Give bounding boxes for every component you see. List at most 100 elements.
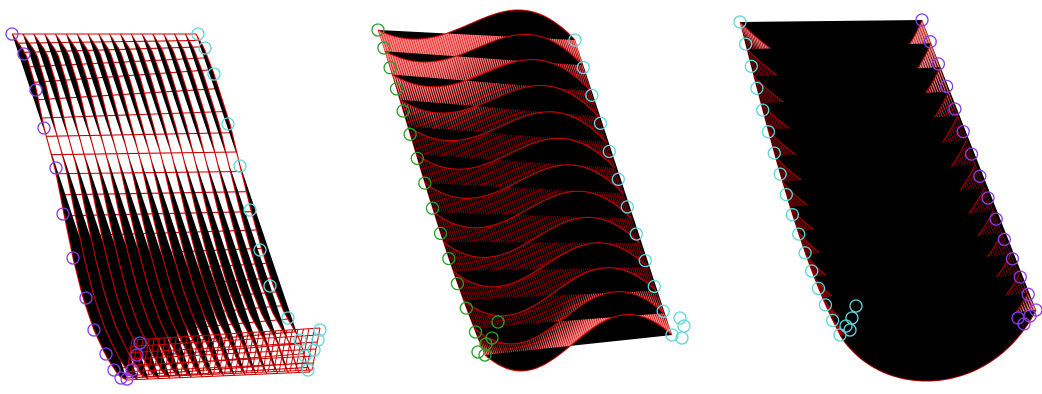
right-control-points: [191, 27, 327, 377]
control-point-marker: [585, 88, 599, 102]
control-point-marker: [948, 102, 962, 116]
control-point-marker: [1011, 311, 1025, 325]
mesh-column-line: [108, 33, 225, 377]
control-point-marker: [849, 299, 863, 313]
control-point-marker: [133, 336, 147, 350]
mesh-row-line: [126, 371, 311, 381]
control-point-marker: [425, 201, 440, 215]
control-point-marker: [811, 281, 826, 296]
control-point-marker: [56, 207, 70, 221]
control-point-marker: [37, 121, 51, 135]
control-point-marker: [602, 144, 616, 159]
mesh-column-line: [278, 330, 288, 372]
control-point-marker: [1005, 252, 1020, 266]
mesh-column-line: [185, 336, 194, 376]
control-point-marker: [750, 81, 764, 95]
control-point-marker: [923, 35, 937, 49]
mesh-row-line: [442, 216, 640, 259]
mesh-column-line: [267, 330, 277, 372]
mesh-column-line: [163, 337, 172, 377]
mesh-column-line: [229, 333, 238, 374]
control-point-marker: [478, 348, 492, 362]
mesh-column-line: [125, 339, 133, 379]
left-control-points: [733, 15, 863, 342]
control-point-marker: [773, 167, 787, 181]
control-point-marker: [233, 159, 247, 173]
control-point-marker: [293, 333, 307, 347]
control-point-marker: [87, 323, 101, 337]
mesh-column-line: [251, 331, 260, 373]
control-point-marker: [738, 37, 753, 51]
control-point-marker: [973, 169, 987, 183]
mesh-column-line: [169, 337, 177, 377]
mesh-column-line: [54, 33, 171, 379]
control-point-marker: [17, 47, 31, 61]
control-point-marker: [66, 251, 80, 265]
mesh-row-line: [46, 132, 233, 137]
mesh-column-line: [191, 335, 199, 376]
control-point-marker: [568, 33, 582, 47]
control-point-marker: [956, 124, 970, 139]
mesh-row-line: [399, 84, 599, 117]
control-point-marker: [389, 82, 404, 96]
mesh-row-line: [41, 110, 227, 119]
control-point-marker: [29, 83, 43, 97]
mesh-column-line: [152, 33, 268, 375]
control-point-marker: [744, 59, 758, 73]
mesh-column-line: [218, 333, 227, 375]
left-control-points: [371, 23, 505, 362]
control-point-marker: [939, 79, 954, 94]
control-point-marker: [450, 276, 465, 291]
control-point-marker: [779, 187, 793, 202]
mesh-row-line: [377, 9, 576, 41]
control-point-marker: [5, 27, 19, 41]
control-point-marker: [756, 103, 770, 117]
mesh-row-line: [18, 39, 200, 44]
mesh-column-line: [213, 334, 221, 375]
mesh-column-line: [240, 332, 249, 374]
control-point-marker: [396, 104, 410, 118]
control-point-marker: [647, 279, 661, 294]
mesh-column-line: [119, 33, 236, 376]
mesh-column-line: [202, 334, 210, 375]
control-point-marker: [673, 311, 687, 325]
mesh-column-line: [141, 33, 257, 375]
right-control-points: [568, 33, 691, 345]
mesh-column-line: [158, 337, 166, 377]
mesh-column-line: [141, 338, 150, 378]
mesh-row-line: [384, 33, 583, 66]
mesh-column-line: [207, 334, 216, 375]
mesh-column-line: [196, 335, 205, 376]
mesh-row-line: [51, 151, 237, 156]
trough-surface-panel: [733, 13, 1042, 382]
control-point-marker: [114, 371, 128, 385]
control-point-marker: [629, 227, 643, 241]
control-point-marker: [620, 200, 634, 214]
control-point-marker: [191, 27, 205, 41]
mesh-column-line: [256, 331, 266, 373]
control-point-marker: [576, 60, 590, 75]
control-point-marker: [459, 301, 473, 315]
mesh-column-line: [284, 329, 293, 372]
control-point-marker: [253, 243, 267, 257]
control-point-marker: [997, 232, 1011, 247]
control-point-marker: [298, 349, 312, 363]
control-point-marker: [130, 348, 144, 362]
mesh-row-line: [56, 170, 242, 175]
control-point-marker: [593, 116, 608, 130]
wireframe-surface-panel: [5, 27, 327, 386]
control-point-marker: [221, 117, 235, 131]
wireframe-lip: [125, 327, 321, 379]
control-point-marker: [1021, 287, 1035, 301]
control-point-marker: [403, 127, 417, 141]
control-point-marker: [49, 161, 63, 175]
control-point-marker: [989, 212, 1003, 226]
control-point-marker: [675, 331, 689, 345]
control-point-marker: [410, 151, 424, 166]
mesh-row-line: [473, 291, 665, 345]
control-point-marker: [785, 208, 800, 222]
mesh-column-line: [180, 336, 188, 376]
mesh-column-line: [152, 338, 161, 377]
control-point-marker: [301, 363, 315, 377]
